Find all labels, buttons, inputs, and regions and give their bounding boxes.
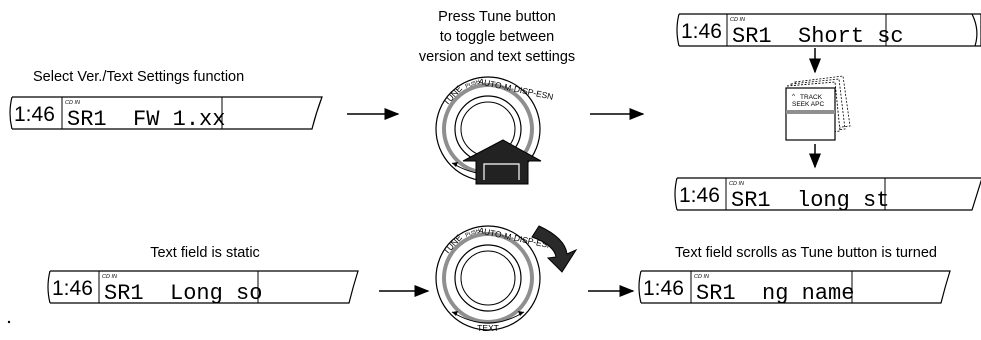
cd-in-indicator: CD IN xyxy=(730,17,745,23)
display-text: SR1 FW 1.xx xyxy=(67,107,225,132)
display-time: 1:46 xyxy=(679,184,720,207)
knob-push-label: PUSH xyxy=(465,228,481,239)
cd-in-indicator: CD IN xyxy=(102,274,117,280)
caption-press-tune-1: Press Tune button xyxy=(438,9,556,25)
lcd-display-scrolled: 1:46 CD IN SR1 ng name xyxy=(638,270,951,306)
tune-knob-rotate[interactable]: TUNE PUSH AUTO-M-DISP-ESN TEXT xyxy=(435,225,554,333)
display-time: 1:46 xyxy=(52,277,93,300)
tune-knob-press[interactable]: TUNE PUSH AUTO-M-DISP-ESN TEXT xyxy=(435,76,554,185)
rotate-arrow-icon xyxy=(531,225,578,273)
track-seek-apc-button[interactable]: ^ TRACK SEEK APC xyxy=(785,75,851,141)
cd-in-indicator: CD IN xyxy=(729,181,744,187)
lcd-display-short: 1:46 CD IN SR1 Short sc xyxy=(676,13,981,49)
caption-press-tune-2: to toggle between xyxy=(440,29,554,45)
caption-select-function: Select Ver./Text Settings function xyxy=(33,69,244,85)
seek-apc-label: SEEK APC xyxy=(792,101,824,108)
track-caret: ^ xyxy=(792,93,796,100)
display-time: 1:46 xyxy=(681,20,722,43)
knob-text-label: TEXT xyxy=(477,323,499,333)
press-arrow-icon xyxy=(462,139,542,185)
display-text: SR1 Long so xyxy=(104,281,262,306)
display-text: SR1 ng name xyxy=(696,281,854,306)
lcd-display-version: 1:46 CD IN SR1 FW 1.xx xyxy=(9,96,323,132)
display-text: SR1 long st xyxy=(731,188,889,213)
lcd-display-static: 1:46 CD IN SR1 Long so xyxy=(47,270,359,306)
caption-scrolls-field: Text field scrolls as Tune button is tur… xyxy=(675,245,937,261)
display-text: SR1 Short sc xyxy=(732,24,904,49)
caption-static-field: Text field is static xyxy=(150,245,260,261)
caption-press-tune-3: version and text settings xyxy=(419,49,575,65)
lcd-display-long: 1:46 CD IN SR1 long st xyxy=(674,177,981,213)
track-label: TRACK xyxy=(800,94,823,101)
corner-dot xyxy=(7,320,11,324)
display-time: 1:46 xyxy=(643,277,684,300)
display-time: 1:46 xyxy=(14,103,55,126)
cd-in-indicator: CD IN xyxy=(65,100,80,106)
knob-push-label: PUSH xyxy=(465,79,481,90)
cd-in-indicator: CD IN xyxy=(694,274,709,280)
